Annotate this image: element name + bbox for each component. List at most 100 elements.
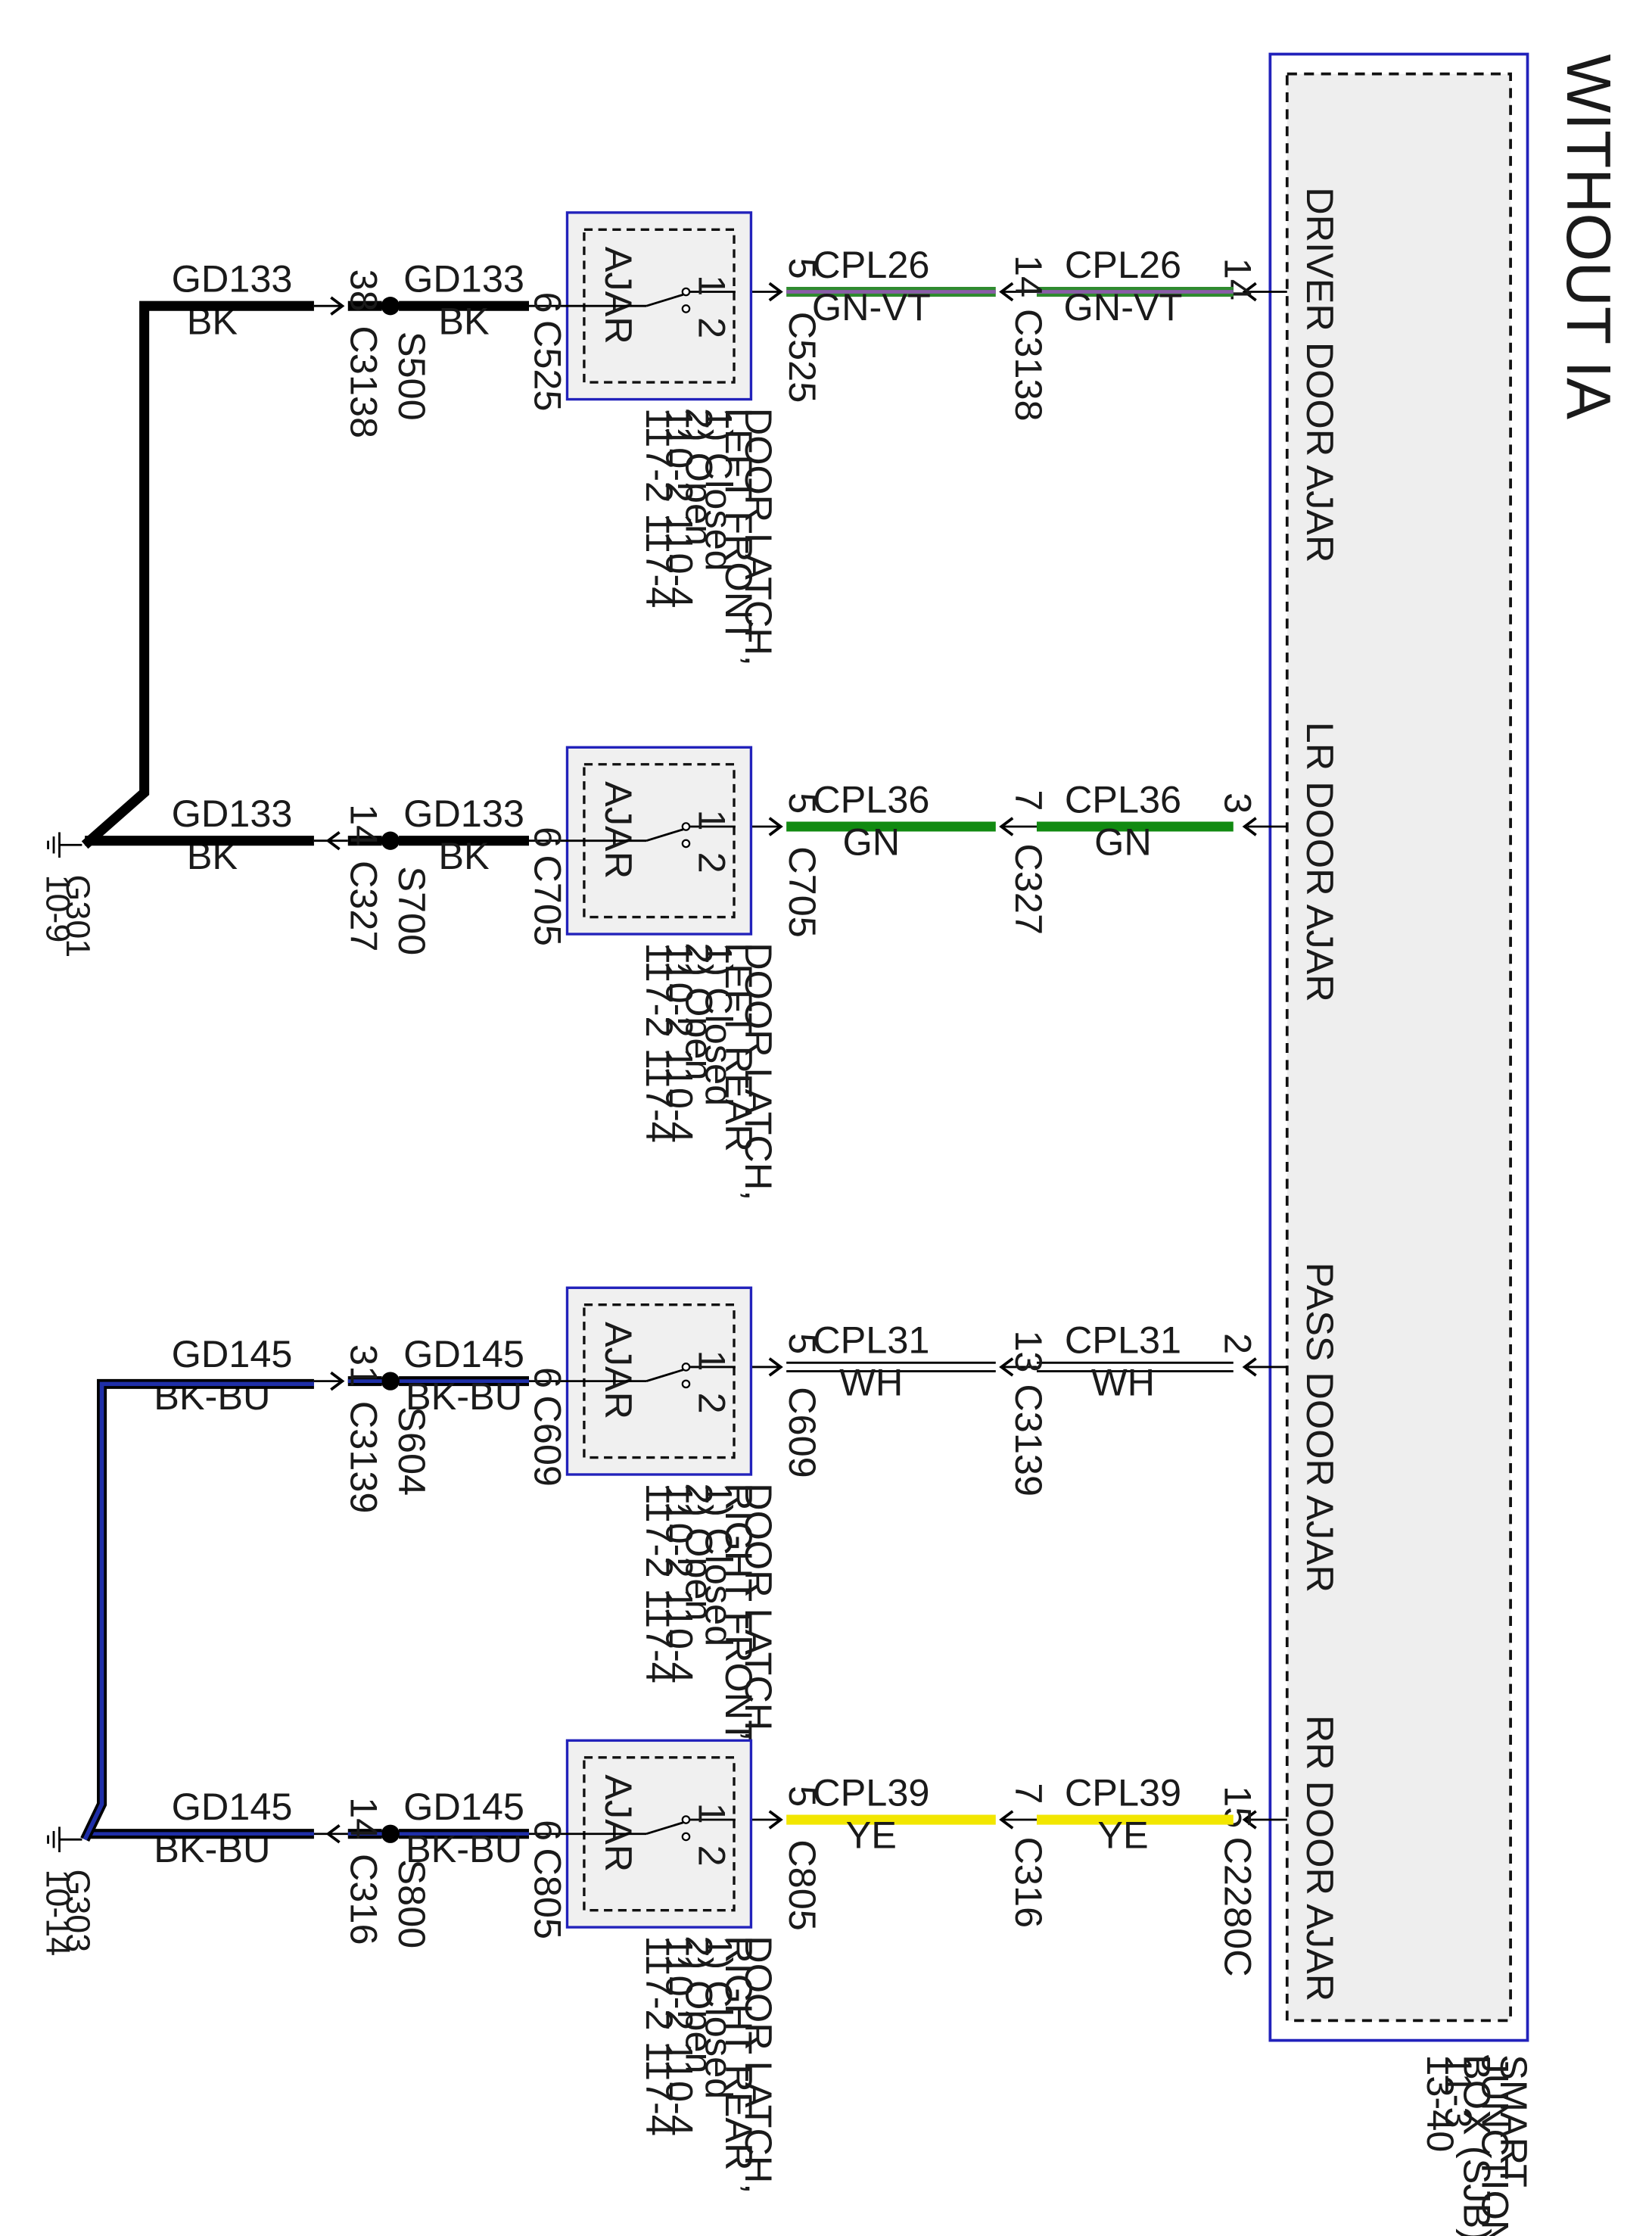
latch-ground-connector: C805 [526, 1848, 569, 1939]
switch-contact-2 [681, 304, 691, 313]
signal-wire-color: GN-VT [1064, 285, 1183, 329]
inline-connector-id: C3139 [1007, 1384, 1050, 1496]
ground-inline-pin: 14 [343, 1797, 386, 1839]
inline-connector-id: C327 [1007, 843, 1050, 935]
latch-description-line: 110-2 110-4 [658, 942, 701, 1143]
latch-description-line: 2) Open [677, 1935, 720, 2073]
signal-wire-color: GN [842, 820, 900, 863]
splice-id: S500 [390, 332, 434, 421]
latch-description-line: DOOR LATCH, [737, 942, 780, 1201]
latch-ground-pin: 6 [526, 1820, 569, 1841]
ground-symbol [47, 832, 82, 858]
sjb-pin-arrow [1242, 1810, 1257, 1830]
switch-blade [646, 1821, 684, 1836]
signal-circuit-id: CPL39 [813, 1770, 929, 1814]
latch-description-line: RIGHT REAR [717, 1935, 761, 2170]
inline-pin-number: 7 [1007, 1783, 1050, 1804]
ground-name: G301 [59, 875, 98, 958]
latch-switch-label: AJAR [597, 1774, 640, 1872]
latch-description-line: 117-2 117-4 [638, 1483, 681, 1683]
smart-junction-box: SMART JUNCTION BOX (SJB) 11-3 13-40 [1268, 52, 1535, 2236]
latch-description-line: 117-2 117-4 [638, 942, 681, 1143]
ground-wire-bus [80, 1378, 314, 1842]
splice-node [381, 831, 400, 850]
sjb-pin-arrow [1242, 282, 1257, 302]
signal-wire-color: GN-VT [812, 285, 931, 329]
ground-circuit-id: GD145 [172, 1332, 293, 1375]
ground-circuit-id: GD133 [403, 792, 524, 835]
signal-circuit-id: CPL31 [813, 1318, 929, 1361]
ground-wire-color: BK [438, 300, 490, 343]
ground-inline-connector: C3138 [343, 325, 386, 438]
switch-position-2: 2 [690, 317, 733, 338]
ground-bus-g301: G301 10-9 [39, 301, 314, 958]
switch-contact-2 [681, 1379, 691, 1389]
signal-circuit-id: CPL39 [1065, 1770, 1181, 1814]
latch-description-line: 1) Closed [698, 942, 741, 1106]
ground-wire-color: BK-BU [406, 1827, 522, 1870]
signal-wire-color: GN [1094, 820, 1152, 863]
latch-pin-number: 5 [781, 1333, 824, 1354]
latch-connector-id: C805 [781, 1839, 824, 1931]
ground-circuit-id: GD145 [403, 1332, 524, 1375]
latch-connector-id: C525 [781, 312, 824, 403]
switch-contact-1 [681, 1815, 691, 1824]
signal-wire-color: YE [1097, 1813, 1148, 1856]
switch-contact-1 [681, 822, 691, 831]
latch-pin-number: 5 [781, 793, 824, 814]
sjb-output-label: PASS DOOR AJAR [1299, 1263, 1342, 1593]
latch-switch-label: AJAR [597, 781, 640, 879]
latch-description-line: 110-2 110-4 [658, 1483, 701, 1683]
ground-circuit-id: GD133 [403, 257, 524, 301]
inline-connector-id: C316 [1007, 1836, 1050, 1928]
signal-wire-color: WH [839, 1360, 903, 1403]
inline-pin-number: 14 [1007, 255, 1050, 297]
switch-position-1: 1 [690, 275, 733, 296]
switch-contact-1 [681, 287, 691, 297]
ground-ref: 10-9 [39, 875, 78, 943]
sjb-name-line: 13-40 [1419, 2054, 1462, 2152]
sjb-name-line: SMART [1492, 2054, 1535, 2188]
latch-description-line: 2) Open [677, 408, 720, 546]
inline-pin-number: 13 [1007, 1330, 1050, 1372]
ground-ref: 10-14 [39, 1869, 78, 1956]
signal-wire-color: YE [846, 1813, 897, 1856]
splice-id: S700 [390, 866, 434, 955]
splice-node [381, 297, 400, 316]
switch-blade [646, 293, 684, 307]
sjb-pin-arrow [1242, 817, 1257, 836]
latch-pin-number: 5 [781, 258, 824, 279]
ground-wire-color: BK [438, 834, 490, 877]
sjb-pin-number: 3 [1217, 793, 1260, 814]
switch-position-1: 1 [690, 810, 733, 831]
ground-symbol [47, 1826, 82, 1853]
inline-connector-id: C3138 [1007, 309, 1050, 422]
signal-circuit-id: CPL36 [813, 777, 929, 821]
latch-description-line: 110-2 110-4 [658, 408, 701, 609]
switch-blade [646, 1369, 684, 1382]
signal-circuit-id: CPL26 [1065, 243, 1181, 286]
splice-node [381, 1372, 400, 1390]
sjb-connector: C2280C [1217, 1836, 1260, 1976]
sjb-output-label: LR DOOR AJAR [1299, 722, 1342, 1002]
ground-wire-bus [81, 301, 314, 849]
door-circuit: PASS DOOR AJAR2CPL31WH13C3139CPL31WH5C60… [154, 1263, 1342, 1743]
latch-description-line: 1) Closed [698, 408, 741, 571]
circuits-layer: DRIVER DOOR AJAR14CPL26GN-VT14C3138CPL26… [85, 187, 1342, 2194]
switch-position-1: 1 [690, 1350, 733, 1372]
sjb-output-label: DRIVER DOOR AJAR [1299, 187, 1342, 562]
switch-position-1: 1 [690, 1803, 733, 1824]
latch-description-line: 110-2 110-4 [658, 1935, 701, 2136]
latch-description-line: DOOR LATCH, [737, 408, 780, 666]
ground-name: G303 [59, 1869, 98, 1952]
splice-id: S604 [390, 1406, 434, 1496]
latch-connector-id: C705 [781, 846, 824, 938]
signal-circuit-id: CPL36 [1065, 777, 1181, 821]
switch-contact-2 [681, 1832, 691, 1842]
latch-description-line: DOOR LATCH, [737, 1483, 780, 1741]
sjb-pin-arrow [1242, 1357, 1257, 1377]
ground-bus-g303: G303 10-14 [39, 1378, 314, 1956]
